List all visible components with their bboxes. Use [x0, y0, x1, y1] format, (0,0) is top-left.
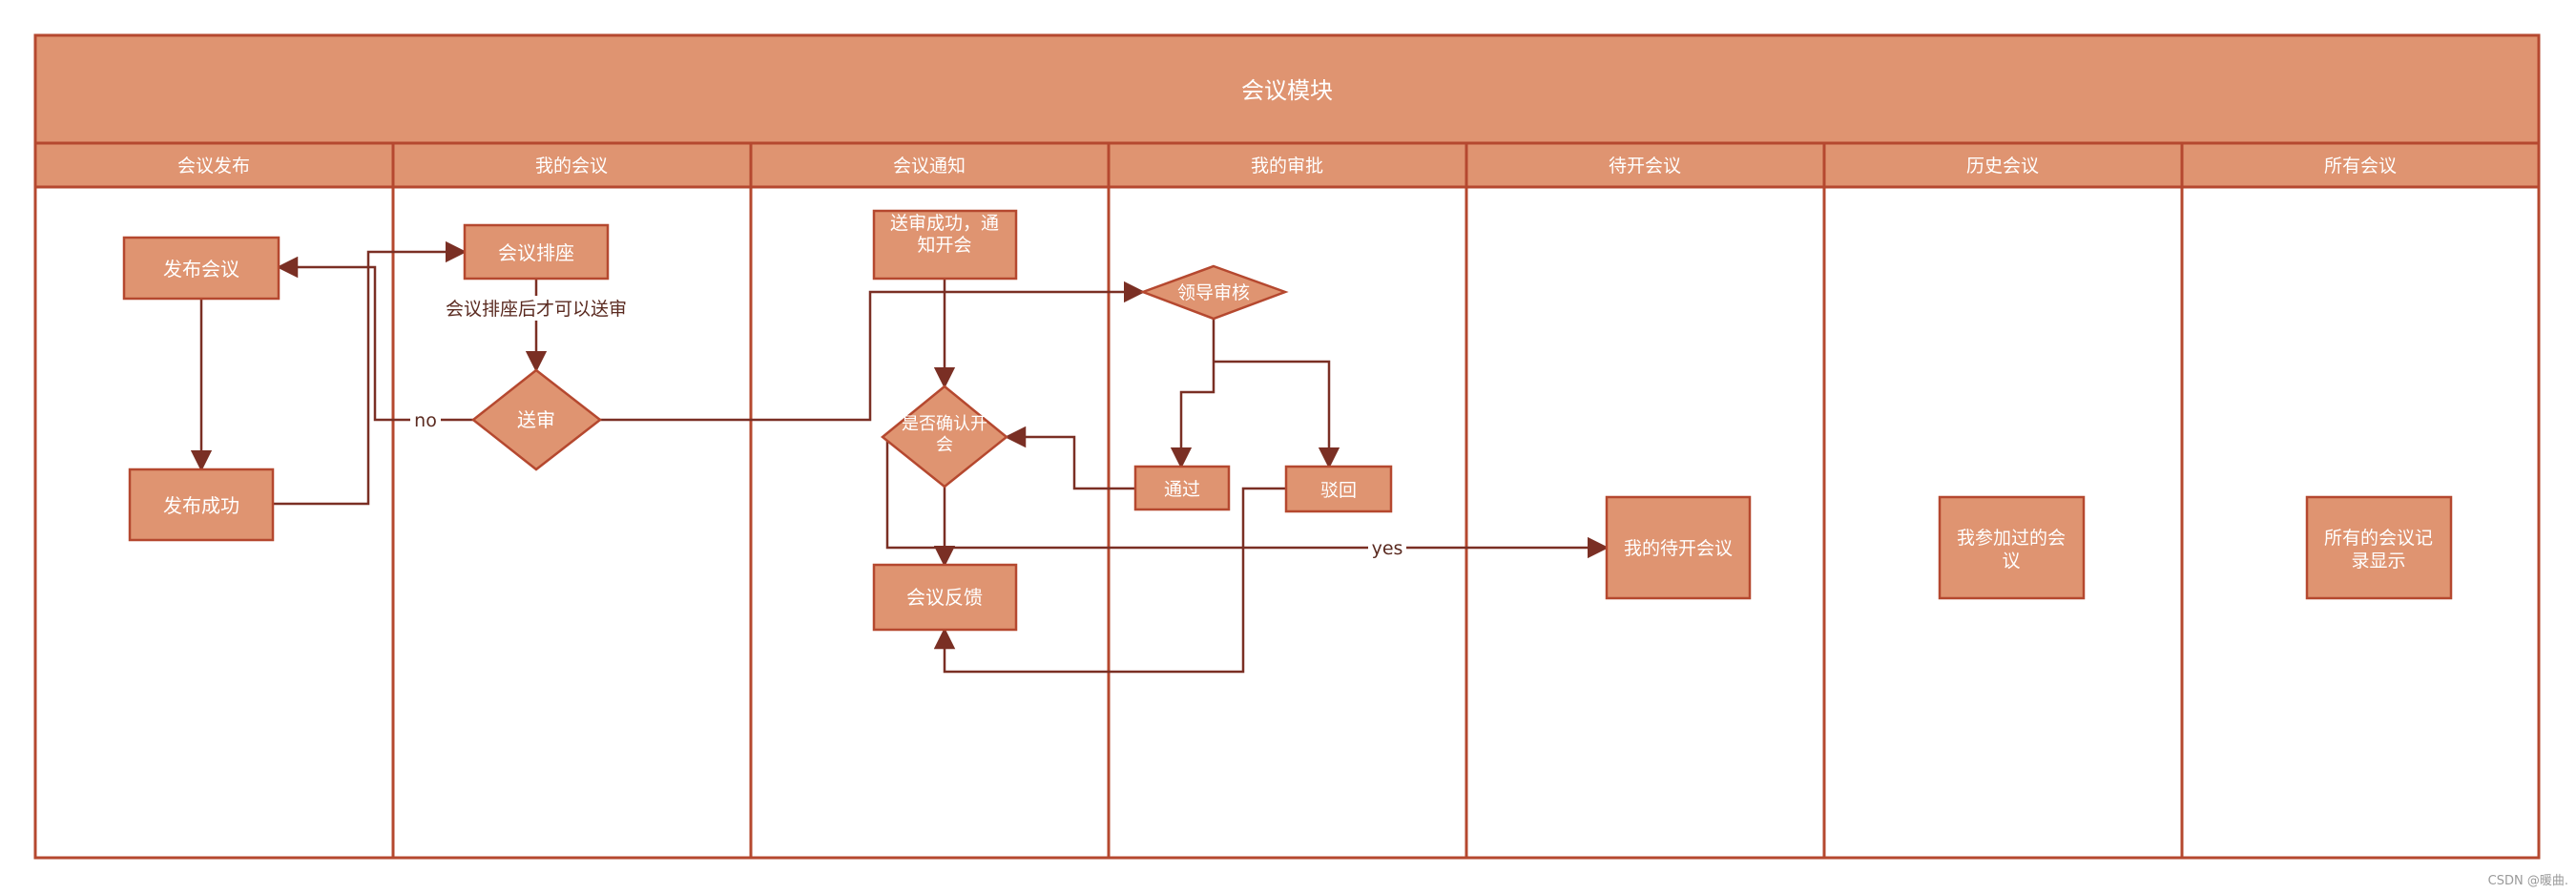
- node-send-review[interactable]: 送审: [470, 368, 603, 471]
- lane-header-3: [749, 141, 1111, 189]
- watermark: CSDN @暖曲.: [2487, 874, 2568, 888]
- edge-success-to-seating: [273, 240, 467, 506]
- node-review-success-notice[interactable]: 送审成功，通 知开会: [872, 209, 1018, 281]
- node-rejected[interactable]: 驳回: [1284, 465, 1393, 513]
- rejected-label: 驳回: [1320, 480, 1357, 501]
- node-approved[interactable]: 通过: [1133, 465, 1231, 511]
- lane-label-publish: 会议发布: [177, 156, 250, 177]
- pool-title-bar: [33, 33, 2541, 145]
- all-meetings-label-line1: 所有的会议记: [2324, 528, 2433, 549]
- history-label-line1: 我参加过的会: [1957, 528, 2066, 549]
- meeting-feedback-label: 会议反馈: [906, 586, 983, 609]
- approved-label: 通过: [1164, 479, 1200, 500]
- review-success-label-line2: 知开会: [917, 235, 971, 256]
- edge-rejected-to-feedback: [933, 487, 1286, 674]
- meeting-seating-label: 会议排座: [498, 241, 574, 264]
- node-meeting-seating[interactable]: 会议排座: [463, 223, 610, 281]
- edge-leader-to-rejected: [1214, 360, 1340, 469]
- node-all-meetings[interactable]: 所有的会议记 录显示: [2305, 495, 2453, 600]
- node-leader-review[interactable]: 领导审核: [1139, 264, 1289, 321]
- lane-header-5: [1465, 141, 1826, 189]
- leader-review-label: 领导审核: [1177, 282, 1250, 303]
- publish-success-label: 发布成功: [163, 494, 239, 517]
- my-pending-label: 我的待开会议: [1624, 538, 1733, 559]
- node-publish-success[interactable]: 发布成功: [128, 468, 275, 542]
- pool-title: 会议模块: [1241, 77, 1333, 104]
- all-meetings-label-line2: 录显示: [2351, 551, 2405, 572]
- edge-confirm-yes-to-pending: [885, 437, 1610, 559]
- lane-header-4: [1107, 141, 1468, 189]
- confirm-meeting-label-line2: 会: [936, 435, 953, 455]
- confirm-meeting-label-line1: 是否确认开: [902, 414, 987, 434]
- lane-label-notifications: 会议通知: [893, 156, 966, 177]
- yes-label: yes: [1372, 538, 1403, 559]
- history-label-line2: 议: [2002, 551, 2020, 572]
- edge-review-to-leader: [600, 281, 1146, 422]
- node-history-meetings[interactable]: 我参加过的会 议: [1938, 495, 2086, 600]
- no-label: no: [414, 410, 437, 431]
- lane-label-my-approvals: 我的审批: [1251, 156, 1323, 177]
- review-success-label-line1: 送审成功，通: [890, 213, 999, 234]
- edge-leader-to-approved: [1170, 319, 1215, 469]
- publish-meeting-label: 发布会议: [163, 258, 239, 281]
- lane-label-pending: 待开会议: [1609, 156, 1681, 177]
- lane-label-history: 历史会议: [1966, 156, 2039, 177]
- node-my-pending-meetings[interactable]: 我的待开会议: [1605, 495, 1752, 600]
- seating-note-label: 会议排座后才可以送审: [446, 299, 627, 320]
- lane-label-my-meetings: 我的会议: [535, 156, 608, 177]
- lane-dividers: [391, 187, 2184, 858]
- lane-header-row: [33, 141, 2541, 189]
- lane-header-7: [2180, 141, 2541, 189]
- lane-label-all: 所有会议: [2324, 156, 2397, 177]
- edge-approved-to-confirm: [1004, 426, 1135, 490]
- node-confirm-meeting[interactable]: 是否确认开 会: [881, 385, 1008, 489]
- lane-header-6: [1822, 141, 2184, 189]
- send-review-label: 送审: [517, 408, 555, 431]
- lane-header-1: [33, 141, 395, 189]
- lane-header-labels: 会议发布 我的会议 会议通知 我的审批 待开会议 历史会议 所有会议: [177, 156, 2397, 177]
- edge-labels: 会议排座后才可以送审 no yes: [410, 296, 1406, 559]
- node-meeting-feedback[interactable]: 会议反馈: [872, 563, 1018, 632]
- node-publish-meeting[interactable]: 发布会议: [122, 236, 280, 301]
